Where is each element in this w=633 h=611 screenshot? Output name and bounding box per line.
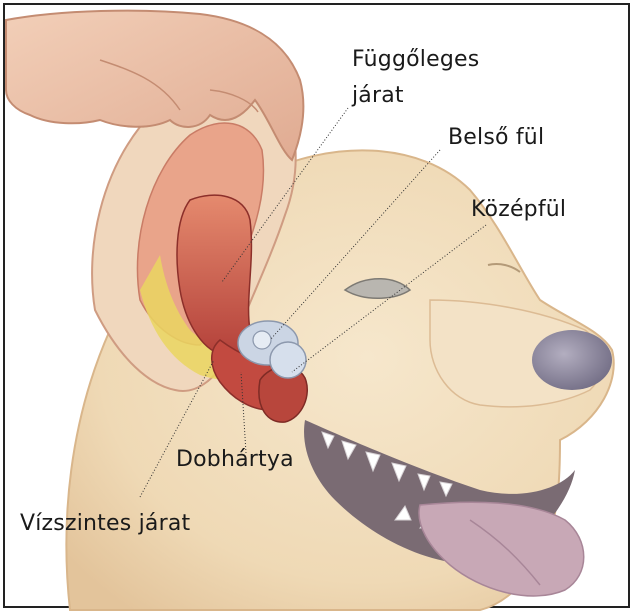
label-vertical-canal-line1: Függőleges: [352, 47, 479, 73]
label-middle-ear: Középfül: [471, 197, 566, 223]
label-eardrum: Dobhártya: [176, 447, 294, 473]
label-vertical-canal-line2: járat: [352, 83, 404, 109]
label-horizontal-canal: Vízszintes járat: [20, 511, 190, 537]
dog-nose: [532, 330, 612, 390]
label-inner-ear: Belső fül: [448, 125, 544, 151]
